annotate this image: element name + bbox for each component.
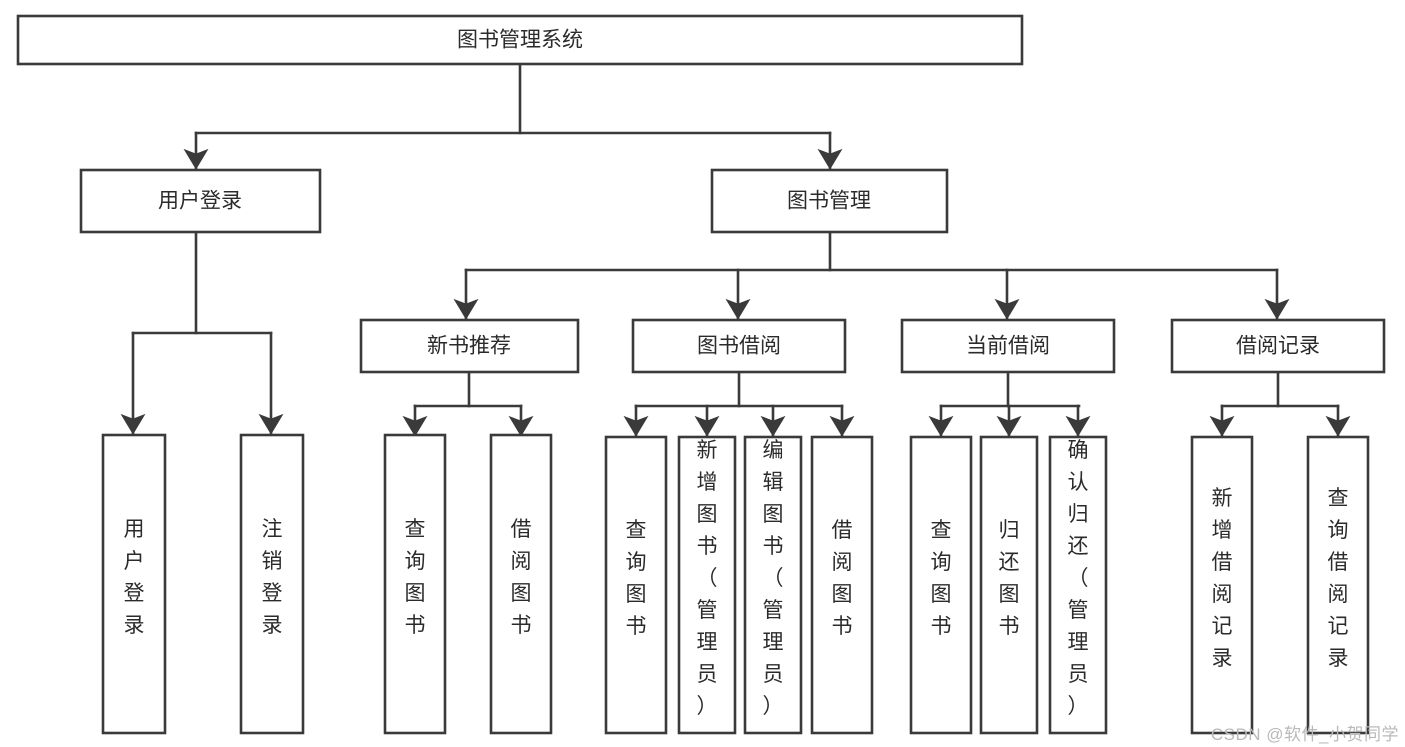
node-current-borrow-label: 当前借阅 [966, 335, 1050, 358]
node-leaf-logout-box[interactable] [239, 433, 305, 735]
node-current-borrow-box[interactable] [900, 318, 1116, 374]
node-leaf-confirm-return-label: 确认归还（管理员） [1068, 439, 1089, 718]
node-leaf-user-login-box[interactable] [101, 433, 167, 735]
node-leaf-user-login-label: 用户登录 [124, 518, 145, 637]
node-leaf-edit-book-box[interactable] [743, 435, 803, 735]
node-book-management-label: 图书管理 [787, 190, 871, 213]
node-borrow-record[interactable]: 借阅记录 [1170, 318, 1386, 374]
node-leaf-borrow-book-1-box[interactable] [489, 433, 553, 735]
node-current-borrow[interactable]: 当前借阅 [900, 318, 1116, 374]
node-leaf-return-book[interactable]: 归还图书 [979, 435, 1039, 735]
node-leaf-return-book-label: 归还图书 [999, 519, 1020, 638]
node-leaf-add-record-label: 新增借阅记录 [1212, 487, 1233, 670]
node-borrow-record-box[interactable] [1170, 318, 1386, 374]
node-leaf-borrow-book-2-box[interactable] [810, 435, 874, 735]
node-new-book-recommend[interactable]: 新书推荐 [359, 318, 580, 374]
node-leaf-add-record[interactable]: 新增借阅记录 [1190, 435, 1254, 735]
node-leaf-query-book-1-label: 查询图书 [405, 518, 426, 637]
node-leaf-borrow-book-2[interactable]: 借阅图书 [810, 435, 874, 735]
node-leaf-edit-book-label: 编辑图书（管理员） [763, 439, 784, 718]
node-leaf-query-record-box[interactable] [1306, 435, 1370, 735]
node-book-borrow[interactable]: 图书借阅 [631, 318, 847, 374]
csdn-watermark: CSDN @软件_小贺同学 [1210, 725, 1399, 744]
node-new-book-recommend-label: 新书推荐 [427, 335, 511, 358]
node-leaf-add-book-label: 新增图书（管理员） [697, 439, 718, 718]
node-leaf-add-book[interactable]: 新增图书（管理员） [677, 435, 737, 735]
node-leaf-user-login[interactable]: 用户登录 [101, 433, 167, 735]
node-leaf-logout[interactable]: 注销登录 [239, 433, 305, 735]
node-user-login-label: 用户登录 [158, 190, 242, 213]
node-leaf-query-book-3[interactable]: 查询图书 [909, 435, 973, 735]
node-leaf-query-book-3-box[interactable] [909, 435, 973, 735]
node-borrow-record-label: 借阅记录 [1236, 335, 1320, 358]
node-leaf-edit-book[interactable]: 编辑图书（管理员） [743, 435, 803, 735]
node-leaf-add-book-box[interactable] [677, 435, 737, 735]
node-new-book-recommend-box[interactable] [359, 318, 580, 374]
node-leaf-return-book-box[interactable] [979, 435, 1039, 735]
node-leaf-query-book-2[interactable]: 查询图书 [604, 435, 668, 735]
node-leaf-query-book-2-label: 查询图书 [626, 519, 647, 638]
node-root-label: 图书管理系统 [457, 29, 583, 52]
node-root-box[interactable] [16, 14, 1024, 66]
node-book-borrow-box[interactable] [631, 318, 847, 374]
node-leaf-query-book-1[interactable]: 查询图书 [383, 433, 447, 735]
node-leaf-query-record-label: 查询借阅记录 [1328, 487, 1349, 670]
node-root[interactable]: 图书管理系统 [16, 14, 1024, 66]
node-leaf-query-book-1-box[interactable] [383, 433, 447, 735]
node-leaf-borrow-book-1[interactable]: 借阅图书 [489, 433, 553, 735]
node-book-borrow-label: 图书借阅 [697, 335, 781, 358]
node-leaf-borrow-book-1-label: 借阅图书 [511, 518, 532, 637]
node-book-management[interactable]: 图书管理 [710, 168, 949, 234]
node-leaf-logout-label: 注销登录 [262, 518, 283, 637]
node-user-login-box[interactable] [79, 168, 322, 234]
node-leaf-confirm-return[interactable]: 确认归还（管理员） [1048, 435, 1108, 735]
node-leaf-query-book-2-box[interactable] [604, 435, 668, 735]
node-leaf-borrow-book-2-label: 借阅图书 [832, 519, 853, 638]
node-user-login[interactable]: 用户登录 [79, 168, 322, 234]
node-leaf-add-record-box[interactable] [1190, 435, 1254, 735]
node-leaf-confirm-return-box[interactable] [1048, 435, 1108, 735]
edge-layer [120, 62, 1351, 437]
node-leaf-query-record[interactable]: 查询借阅记录 [1306, 435, 1370, 735]
node-book-management-box[interactable] [710, 168, 949, 234]
node-leaf-query-book-3-label: 查询图书 [931, 519, 952, 638]
